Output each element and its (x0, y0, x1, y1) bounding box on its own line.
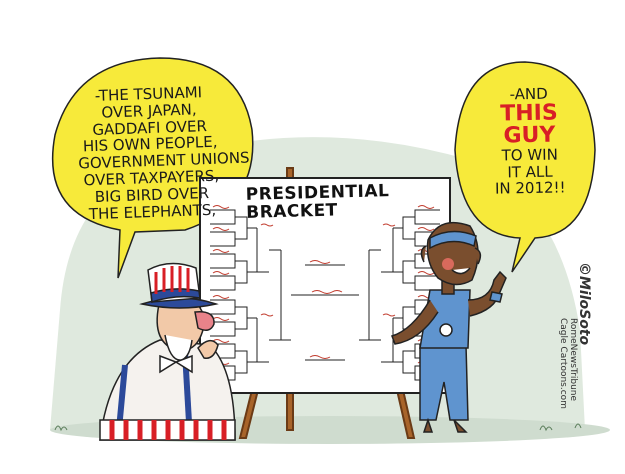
obama-arm-pointing (391, 299, 439, 345)
bracket-title-line: Bracket (245, 200, 339, 223)
uncle-sam-nose (194, 311, 215, 331)
right-bubble-line: to win (501, 145, 558, 165)
easel (238, 167, 416, 439)
credit-line: Cagle Cartoons.com (558, 318, 568, 409)
obama-jersey-logo (439, 323, 453, 337)
obama-shorts (419, 344, 469, 421)
bracket-left (210, 209, 291, 381)
obama-ears (420, 245, 482, 265)
uncle-sam (99, 262, 236, 441)
left-bubble-text: -The Tsunami over Japan, Gaddafi over hi… (76, 83, 250, 223)
right-bubble-accent: Guy (503, 122, 556, 149)
obama-smile (451, 267, 471, 275)
bracket-title: Presidential Bracket (245, 181, 390, 223)
credit-line: RomeNewsTribune (568, 318, 578, 402)
obama-headband (429, 230, 477, 250)
easel-center-leg (286, 389, 294, 431)
right-speech-bubble (454, 61, 596, 273)
bracket-right (291, 209, 440, 381)
obama-figure (391, 222, 507, 433)
ground-grass (54, 423, 582, 432)
obama-arm-thumb (467, 270, 507, 317)
obama-right-leg (453, 419, 468, 433)
artist-signature: ©MiloSoto (576, 262, 592, 346)
uncle-sam-bowtie (159, 354, 193, 374)
right-bubble-text: -and This Guy to win it all in 2012!! (471, 85, 588, 198)
obama-cheek (442, 258, 454, 270)
bracket-board (199, 177, 451, 394)
obama-wristband (489, 291, 503, 303)
right-bubble-line: in 2012!! (494, 178, 566, 198)
obama-left-leg (422, 417, 434, 433)
uncle-sam-hand (197, 339, 219, 359)
